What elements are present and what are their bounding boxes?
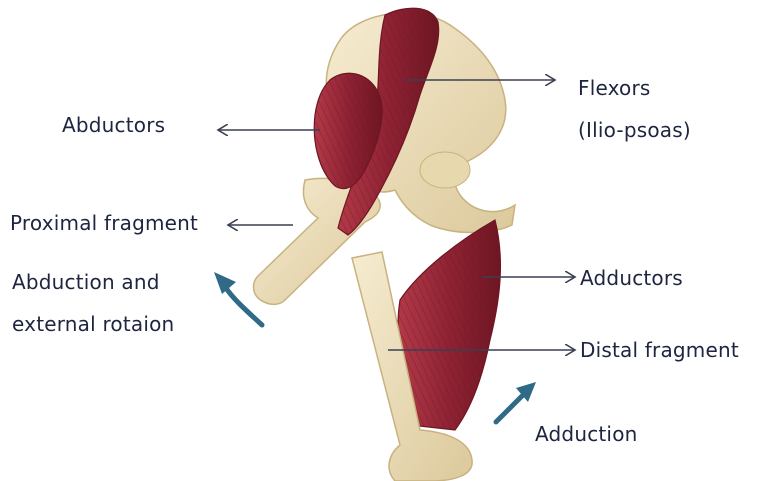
external-rotation-label: external rotaion [12,312,174,336]
adduction-arrow [496,382,536,422]
proximal-fragment-label: Proximal fragment [10,211,198,235]
distal-fragment-label: Distal fragment [580,338,739,362]
acetabulum [420,152,470,188]
adduction-label: Adduction [535,422,638,446]
flexors-sublabel: (Ilio-psoas) [578,118,691,142]
abductors-label: Abductors [62,113,165,137]
adductors-label: Adductors [580,266,683,290]
flexors-label: Flexors [578,76,651,100]
abduction-label: Abduction and [12,270,160,294]
